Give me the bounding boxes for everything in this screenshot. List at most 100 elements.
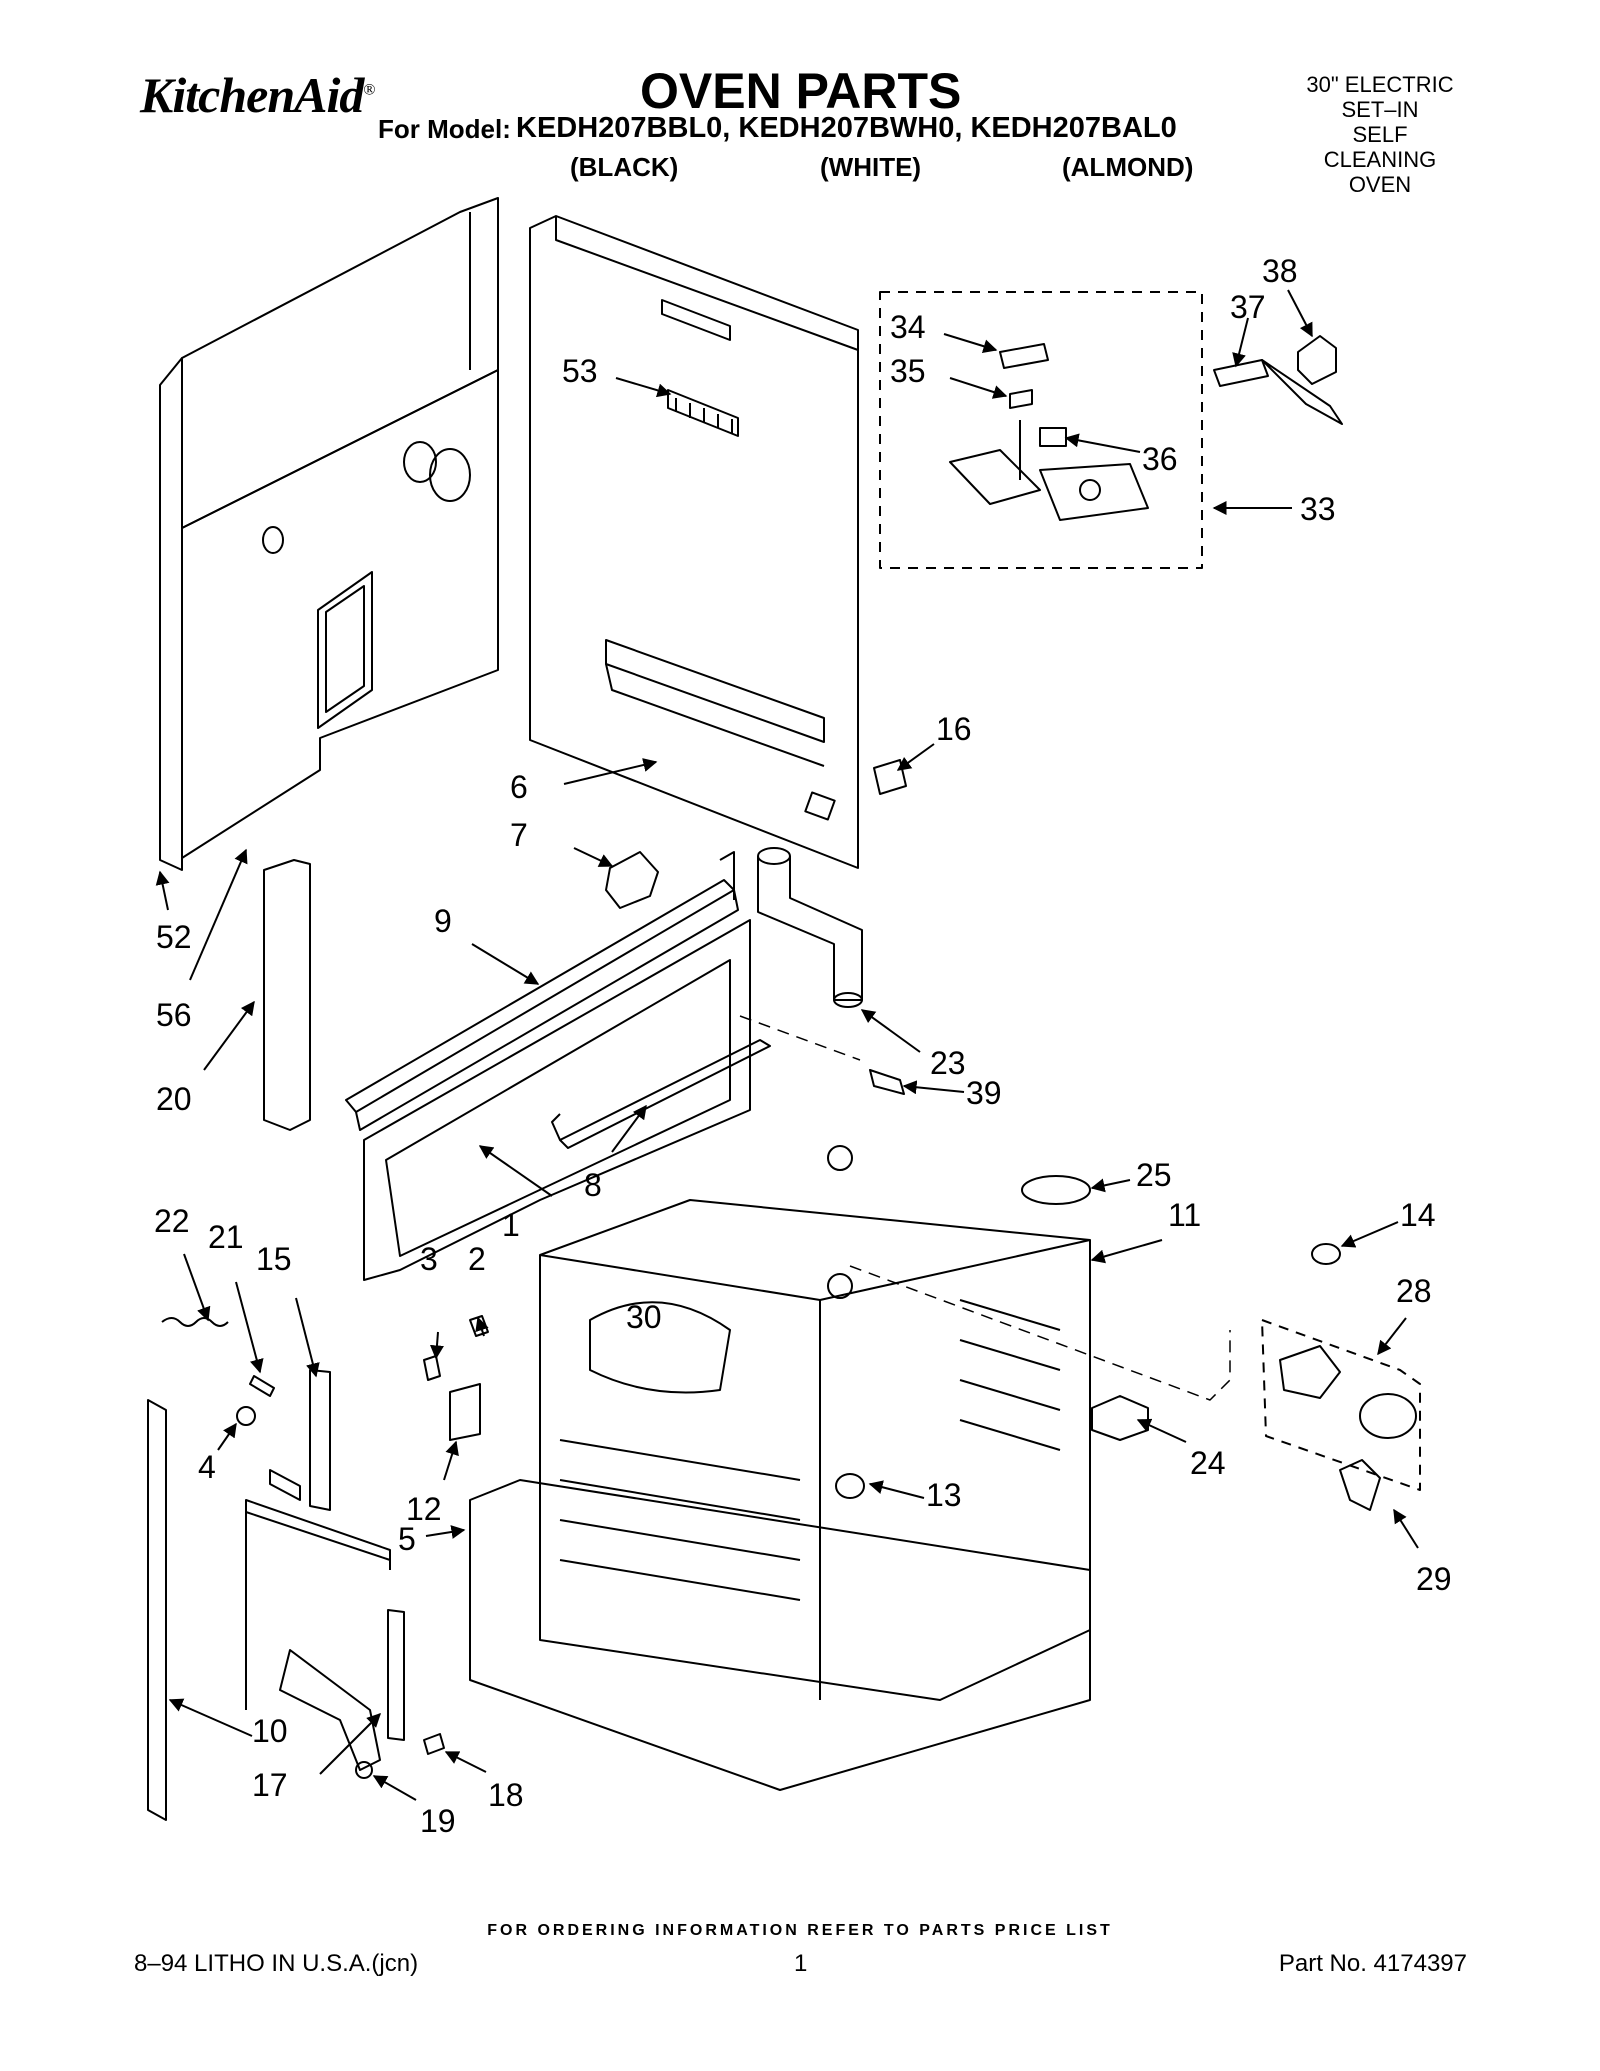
- screw-part: [423, 1733, 445, 1755]
- light-assembly-part: [1261, 1319, 1421, 1511]
- callout-30: 30: [626, 1299, 662, 1335]
- ordering-note: FOR ORDERING INFORMATION REFER TO PARTS …: [487, 1922, 1113, 1939]
- arrow-20: [203, 1000, 255, 1071]
- arrow-12: [443, 1440, 459, 1481]
- brand-logo: KitchenAid®: [140, 66, 376, 124]
- vent-duct-part: [757, 847, 863, 1008]
- callout-15: 15: [256, 1241, 292, 1277]
- callout-2: 2: [468, 1241, 486, 1277]
- arrow-36: [1064, 433, 1141, 453]
- model-numbers: KEDH207BBL0, KEDH207BWH0, KEDH207BAL0: [516, 112, 1177, 144]
- arrow-52: [155, 870, 170, 911]
- callout-7: 7: [510, 817, 528, 853]
- arrow-10: [168, 1698, 253, 1737]
- callout-39: 39: [966, 1075, 1002, 1111]
- arrow-9: [471, 943, 540, 985]
- page-number: 1: [794, 1950, 808, 1977]
- callout-36: 36: [1142, 441, 1178, 477]
- arrow-17: [319, 1713, 381, 1775]
- arrow-11: [1090, 1239, 1163, 1264]
- gasket-part: [1311, 1243, 1341, 1265]
- callout-22: 22: [154, 1203, 190, 1239]
- arrow-53: [615, 377, 672, 398]
- front-frame-part: [345, 851, 751, 1281]
- callout-1: 1: [502, 1207, 520, 1243]
- arrow-29: [1393, 1508, 1419, 1549]
- callout-21: 21: [208, 1219, 244, 1255]
- callout-38: 38: [1262, 253, 1298, 289]
- callout-17: 17: [252, 1767, 288, 1803]
- oven-type-line: OVEN: [1348, 172, 1412, 197]
- arrow-39: [902, 1080, 965, 1095]
- latch-assembly-part: [879, 291, 1203, 569]
- callout-3: 3: [420, 1241, 438, 1277]
- arrow-2: [475, 1316, 489, 1337]
- broil-element-part: [551, 1039, 771, 1149]
- callout-34: 34: [890, 309, 926, 345]
- oven-type-line: SET–IN: [1341, 97, 1419, 122]
- arrow-14: [1340, 1221, 1399, 1248]
- insulation-clip-part: [605, 851, 659, 909]
- oven-type: 30" ELECTRIC SET–IN SELF CLEANING OVEN: [1280, 72, 1480, 197]
- callout-29: 29: [1416, 1561, 1452, 1597]
- arrow-23: [860, 1009, 921, 1053]
- callout-14: 14: [1400, 1197, 1436, 1233]
- oven-type-line: 30" ELECTRIC: [1306, 72, 1454, 97]
- arrow-38: [1287, 289, 1313, 338]
- leader-line: [849, 1265, 1231, 1401]
- arrow-5: [425, 1525, 466, 1539]
- base-part: [469, 1479, 1091, 1791]
- callout-11: 11: [1168, 1197, 1201, 1233]
- arrow-22: [183, 1253, 211, 1322]
- arrow-1: [478, 1145, 553, 1197]
- callout-9: 9: [434, 903, 452, 939]
- callout-arrows: [155, 289, 1419, 1801]
- callout-37: 37: [1230, 289, 1266, 325]
- callout-33: 33: [1300, 491, 1336, 527]
- callout-25: 25: [1136, 1157, 1172, 1193]
- callout-18: 18: [488, 1777, 524, 1813]
- callout-53: 53: [562, 353, 598, 389]
- arrow-3: [429, 1331, 444, 1360]
- terminal-block-part: [667, 389, 739, 437]
- arrow-6: [563, 758, 658, 785]
- arrow-18: [444, 1751, 487, 1773]
- registered-mark: ®: [363, 81, 375, 99]
- hinge-pin-part: [249, 1375, 275, 1397]
- oven-cavity-part: [539, 1145, 1091, 1701]
- callout-20: 20: [156, 1081, 192, 1117]
- arrow-21: [235, 1281, 264, 1374]
- hinge-assembly-part: [245, 1369, 405, 1771]
- arrow-25: [1090, 1178, 1131, 1193]
- litho-note: 8–94 LITHO IN U.S.A.(jcn): [134, 1950, 419, 1977]
- oven-type-line: CLEANING: [1323, 147, 1437, 172]
- arrow-56: [189, 848, 248, 981]
- side-panel-part: [529, 215, 859, 869]
- arrow-8: [611, 1104, 647, 1153]
- door-gasket-part: [147, 1399, 167, 1821]
- retaining-ring-part: [355, 1761, 373, 1779]
- insulation-strip-part: [263, 859, 311, 1131]
- callout-10: 10: [252, 1713, 288, 1749]
- thermal-cutout-part: [873, 759, 907, 795]
- arrow-19: [372, 1775, 417, 1801]
- screw-part: [423, 1355, 441, 1381]
- latch-rod-part: [1213, 335, 1343, 425]
- arrow-35: [949, 377, 1008, 399]
- callout-12: 12: [406, 1491, 442, 1527]
- callout-19: 19: [420, 1803, 456, 1839]
- bracket-part: [449, 1383, 481, 1441]
- hinge-roller-part: [236, 1406, 256, 1426]
- oven-sensor-part: [869, 1069, 905, 1095]
- vent-plug-part: [835, 1473, 865, 1499]
- arrow-34: [943, 333, 998, 353]
- callout-5: 5: [398, 1521, 416, 1557]
- leader-line: [739, 1015, 861, 1061]
- arrow-28: [1377, 1317, 1407, 1356]
- callout-4: 4: [198, 1449, 216, 1485]
- rear-panel-part: [159, 197, 499, 871]
- callout-56: 56: [156, 997, 192, 1033]
- page-title: OVEN PARTS: [640, 63, 962, 119]
- color-black: (BLACK): [570, 152, 679, 182]
- arrow-24: [1136, 1418, 1187, 1443]
